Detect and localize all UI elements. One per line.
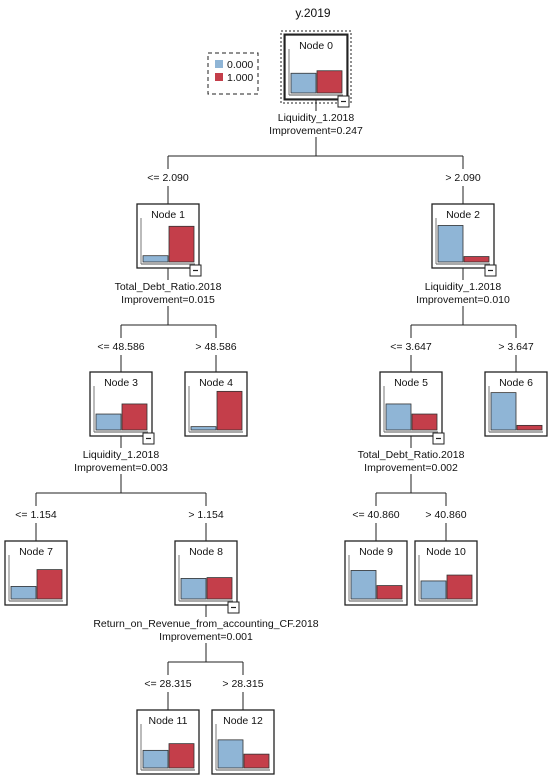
- split-improvement-label: Improvement=0.010: [416, 294, 510, 306]
- bar-class-1: [168, 225, 195, 263]
- bar-class-1: [168, 743, 195, 769]
- edge-condition-label: <= 40.860: [352, 509, 399, 521]
- split-improvement-label: Improvement=0.003: [74, 462, 168, 474]
- nodes-layer: <= 2.090> 2.090Liquidity_1.2018Improveme…: [4, 30, 548, 775]
- tree-node-2: Node 2: [431, 203, 497, 277]
- bar-class-1: [121, 403, 148, 431]
- bar-class-1: [446, 574, 473, 600]
- bar-class-0: [420, 580, 447, 600]
- bar-class-1: [316, 70, 343, 94]
- bar-class-0: [95, 413, 122, 431]
- bar-class-0: [217, 739, 244, 769]
- tree-title: y.2019: [295, 6, 330, 20]
- split-variable-label: Total_Debt_Ratio.2018: [358, 449, 465, 461]
- split-variable-label: Liquidity_1.2018: [83, 449, 160, 461]
- legend-swatch: [215, 60, 223, 68]
- tree-node-10: Node 10: [414, 540, 478, 606]
- bar-class-0: [490, 392, 517, 431]
- node-label: Node 10: [426, 546, 466, 558]
- bar-class-1: [463, 256, 490, 263]
- edge-condition-label: <= 1.154: [15, 509, 57, 521]
- split-improvement-label: Improvement=0.247: [269, 125, 363, 137]
- legend-label: 1.000: [227, 72, 253, 84]
- edge-condition-label: > 1.154: [188, 509, 223, 521]
- split-improvement-label: Improvement=0.002: [364, 462, 458, 474]
- bar-class-0: [190, 426, 217, 431]
- bar-class-0: [437, 225, 464, 263]
- tree-node-7: Node 7: [4, 540, 68, 606]
- edge-condition-label: > 40.860: [425, 509, 466, 521]
- edge-condition-label: > 3.647: [498, 341, 533, 353]
- bar-class-1: [376, 585, 403, 600]
- edge-condition-label: <= 48.586: [97, 341, 144, 353]
- node-label: Node 5: [394, 377, 428, 389]
- edge-condition-label: <= 3.647: [390, 341, 432, 353]
- tree-node-8: Node 8: [174, 540, 240, 614]
- collapse-toggle-button[interactable]: [484, 264, 497, 277]
- edge-condition-label: <= 28.315: [144, 678, 191, 690]
- bar-class-1: [216, 390, 243, 431]
- tree-node-4: Node 4: [184, 371, 248, 437]
- bar-class-1: [243, 753, 270, 769]
- bar-class-0: [290, 72, 317, 94]
- tree-node-6: Node 6: [484, 371, 548, 437]
- split-improvement-label: Improvement=0.015: [121, 294, 215, 306]
- bar-class-0: [142, 255, 169, 263]
- tree-node-9: Node 9: [344, 540, 408, 606]
- split-improvement-label: Improvement=0.001: [159, 631, 253, 643]
- split-variable-label: Liquidity_1.2018: [278, 112, 355, 124]
- node-outer-frame: [283, 33, 349, 101]
- collapse-toggle-button[interactable]: [227, 601, 240, 614]
- tree-node-11: Node 11: [136, 709, 200, 775]
- edge-condition-label: <= 2.090: [147, 172, 189, 184]
- legend-swatch: [215, 73, 223, 81]
- node-label: Node 3: [104, 377, 138, 389]
- split-variable-label: Total_Debt_Ratio.2018: [115, 281, 222, 293]
- node-label: Node 7: [19, 546, 53, 558]
- split-variable-label: Return_on_Revenue_from_accounting_CF.201…: [93, 618, 318, 630]
- edges-layer: [35, 99, 517, 710]
- edge-condition-label: > 48.586: [195, 341, 236, 353]
- node-label: Node 12: [223, 715, 263, 727]
- bar-class-0: [180, 578, 207, 600]
- bar-class-1: [411, 413, 438, 431]
- legend-label: 0.000: [227, 59, 253, 71]
- edge-condition-label: > 28.315: [222, 678, 263, 690]
- bar-class-0: [142, 749, 169, 769]
- bar-class-0: [10, 586, 37, 600]
- node-label: Node 0: [299, 40, 333, 52]
- tree-node-12: Node 12: [211, 709, 275, 775]
- node-label: Node 6: [499, 377, 533, 389]
- bar-class-1: [206, 577, 233, 600]
- collapse-toggle-button[interactable]: [432, 432, 445, 445]
- node-label: Node 11: [149, 715, 188, 727]
- collapse-toggle-button[interactable]: [337, 95, 350, 108]
- edge-condition-label: > 2.090: [445, 172, 480, 184]
- tree-node-5: Node 5: [379, 371, 445, 445]
- node-label: Node 8: [189, 546, 223, 558]
- node-label: Node 2: [446, 209, 480, 221]
- bar-class-1: [36, 569, 63, 600]
- collapse-toggle-button[interactable]: [189, 264, 202, 277]
- split-variable-label: Liquidity_1.2018: [425, 281, 502, 293]
- bar-class-1: [516, 424, 543, 431]
- collapse-toggle-button[interactable]: [142, 432, 155, 445]
- legend-box: [207, 52, 259, 95]
- node-label: Node 4: [199, 377, 233, 389]
- selection-outline: [280, 30, 352, 104]
- bar-class-0: [350, 570, 377, 600]
- node-label: Node 9: [359, 546, 393, 558]
- tree-node-1: Node 1: [136, 203, 202, 277]
- node-label: Node 1: [151, 209, 185, 221]
- bar-class-0: [385, 403, 412, 431]
- tree-node-3: Node 3: [89, 371, 155, 445]
- tree-node-0: Node 0: [280, 30, 352, 108]
